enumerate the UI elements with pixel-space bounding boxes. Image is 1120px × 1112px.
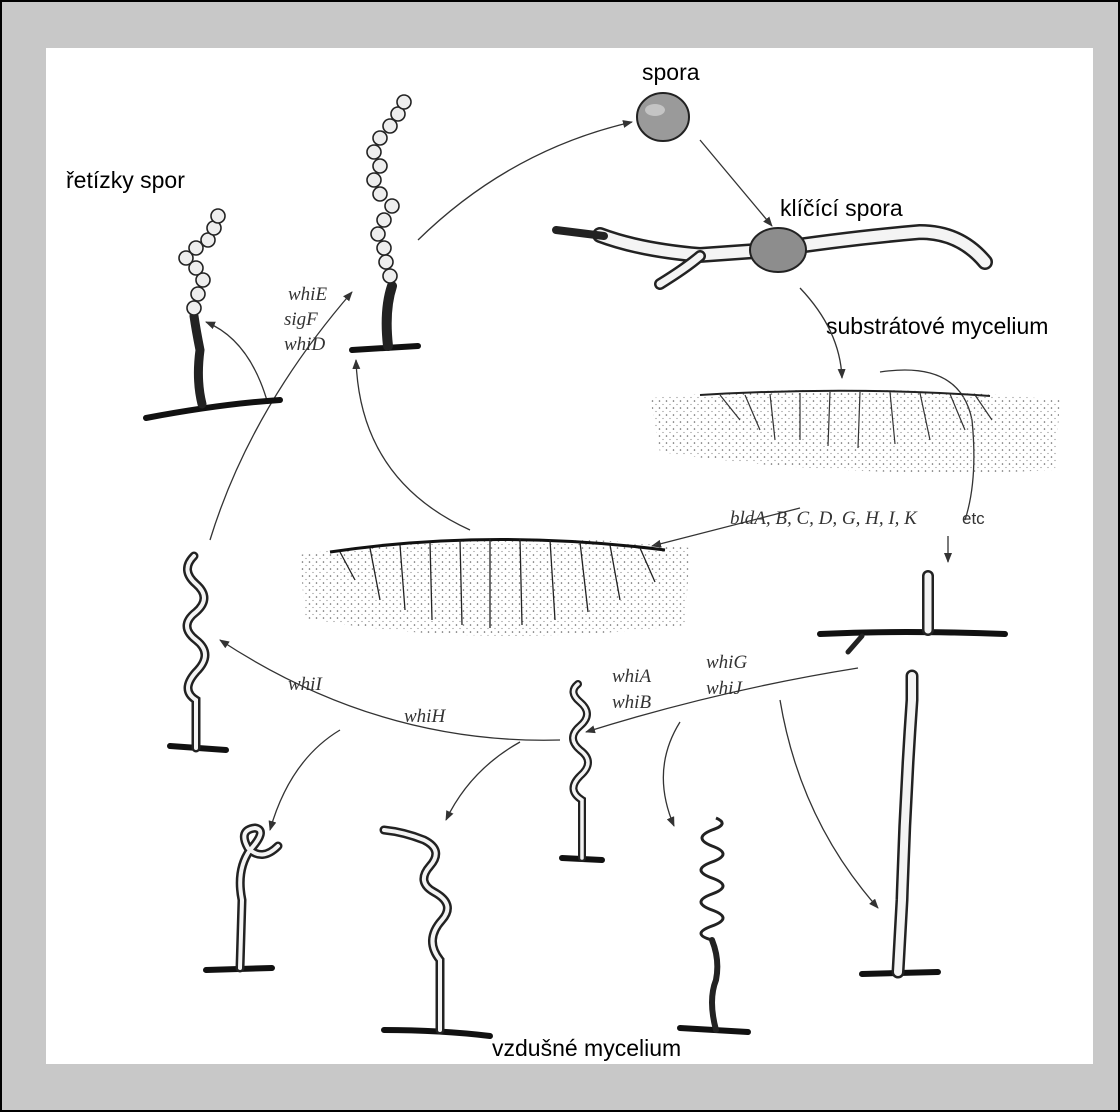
arrow-colony-to-chain bbox=[356, 360, 470, 530]
spore-shape bbox=[637, 93, 689, 141]
spore-chain-center bbox=[352, 95, 418, 350]
gene-whiB: whiB bbox=[612, 692, 651, 713]
spore-chain-left bbox=[146, 209, 280, 418]
arrow-whiI bbox=[220, 640, 560, 740]
spore-label: spora bbox=[642, 59, 700, 85]
arrow-to-spore-chains bbox=[206, 322, 268, 404]
gene-whiJ: whiJ bbox=[706, 678, 743, 699]
arrow-to-germination bbox=[700, 140, 772, 226]
substrate-mycelium-label: substrátové mycelium bbox=[826, 313, 1048, 339]
gene-whiA: whiA bbox=[612, 666, 651, 687]
coiled-hypha-center bbox=[562, 684, 602, 860]
gene-whiG: whiG bbox=[706, 652, 747, 673]
germinating-spore-shape bbox=[556, 228, 985, 284]
coiled-hypha-left bbox=[170, 556, 226, 750]
arrow-to-spore bbox=[418, 122, 632, 240]
spore-highlight bbox=[645, 104, 665, 116]
arrow-coil-to-chain bbox=[210, 292, 352, 540]
gene-sigF: sigF bbox=[284, 309, 318, 330]
aerial-curl-2 bbox=[384, 830, 490, 1036]
aerial-mycelium-label: vzdušné mycelium bbox=[492, 1035, 681, 1061]
aerial-tight-spiral bbox=[680, 818, 748, 1032]
gene-whiE: whiE bbox=[288, 284, 327, 305]
aerial-straight bbox=[862, 676, 938, 974]
aerial-curl-1 bbox=[206, 828, 278, 970]
arrow-to-straight bbox=[780, 700, 878, 908]
gene-whiI: whiI bbox=[288, 674, 323, 695]
arrow-to-curl-1 bbox=[270, 730, 340, 830]
germinating-spore-label: klíčící spora bbox=[780, 195, 903, 221]
colony-shape bbox=[300, 538, 690, 636]
arrow-to-curl-2 bbox=[446, 742, 520, 820]
arrow-to-tight-spiral bbox=[663, 722, 680, 826]
substrate-mycelium-shape bbox=[650, 389, 1060, 472]
aerial-branch bbox=[820, 576, 1005, 652]
spore-chains-label: řetízky spor bbox=[66, 167, 185, 193]
